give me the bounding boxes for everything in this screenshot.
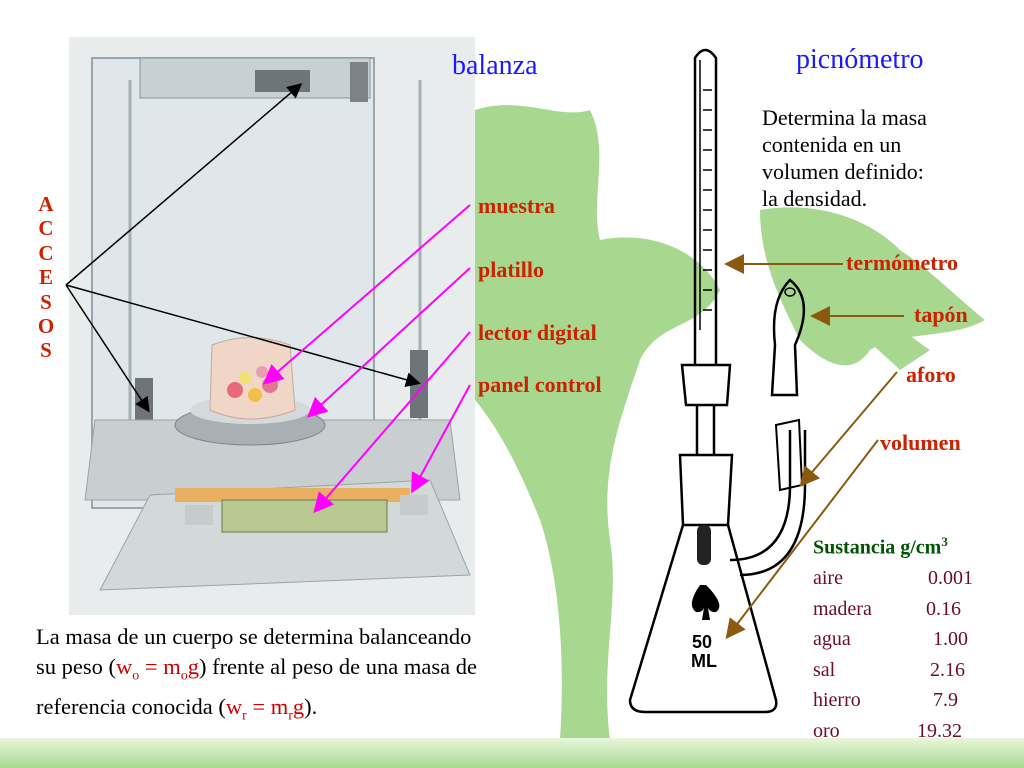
- formula-g: g: [187, 654, 199, 679]
- description-line: la densidad.: [762, 186, 868, 211]
- formula-g: g: [292, 693, 305, 719]
- density-value: 1.00: [933, 628, 968, 651]
- access-letter: A: [38, 192, 54, 216]
- analytical-balance-image: [69, 37, 475, 615]
- density-table-header: Sustancia g/cm3: [813, 527, 1003, 563]
- substance-name: oro: [813, 719, 840, 742]
- access-letter: O: [37, 314, 55, 339]
- density-value: 19.32: [917, 719, 962, 742]
- label-muestra: muestra: [478, 193, 555, 218]
- formula-sub-o: o: [132, 668, 140, 684]
- access-vertical-label: A C C E S O S: [36, 192, 56, 363]
- label-tapon: tapón: [914, 302, 968, 327]
- description-line: Determina la masa: [762, 105, 927, 130]
- caption-line: referencia conocida (wr = mrg).: [36, 692, 616, 732]
- label-volumen: volumen: [880, 430, 961, 455]
- formula-wr: wr = mrg: [225, 693, 305, 724]
- access-letter: E: [38, 265, 53, 290]
- substance-name: madera: [813, 597, 872, 620]
- density-header-sup: 3: [941, 534, 948, 549]
- formula-eq: = m: [139, 654, 181, 679]
- access-letter: S: [40, 289, 52, 314]
- table-row: agua 1.00: [813, 624, 1003, 655]
- label-lector-digital: lector digital: [478, 320, 597, 345]
- formula-w: w: [116, 654, 133, 679]
- table-row: sal 2.16: [813, 655, 1003, 686]
- description-line: contenida en un: [762, 132, 902, 157]
- label-aforo: aforo: [906, 362, 956, 387]
- substance-name: aire: [813, 567, 843, 590]
- label-platillo: platillo: [478, 257, 545, 282]
- table-row: madera 0.16: [813, 594, 1003, 625]
- density-header-text: Sustancia g/cm: [813, 536, 942, 559]
- balance-title: balanza: [452, 50, 538, 81]
- table-row: oro 19.32: [813, 716, 1003, 747]
- formula-sub-o: o: [180, 668, 188, 684]
- table-row: hierro 7.9: [813, 685, 1003, 716]
- caption-line: La masa de un cuerpo se determina balanc…: [36, 624, 472, 649]
- density-value: 7.9: [933, 689, 958, 712]
- description-line: volumen definido:: [762, 159, 924, 184]
- substance-name: agua: [813, 628, 851, 651]
- access-letter: S: [40, 338, 52, 363]
- access-letter: C: [38, 216, 54, 241]
- density-value: 2.16: [930, 658, 965, 681]
- caption-text: ).: [304, 693, 318, 719]
- label-termometro: termómetro: [846, 250, 958, 275]
- caption-text: referencia conocida (: [36, 693, 226, 719]
- density-value: 0.001: [928, 567, 973, 590]
- pycnometer-title: picnómetro: [796, 44, 924, 75]
- balance-caption: La masa de un cuerpo se determina balanc…: [36, 622, 616, 731]
- label-panel-control: panel control: [478, 372, 602, 397]
- table-row: aire 0.001: [813, 563, 1003, 594]
- substance-name: hierro: [813, 689, 861, 712]
- formula-eq: = m: [246, 693, 289, 719]
- caption-line: su peso (wo = mog) frente al peso de una…: [36, 652, 616, 692]
- formula-sub-r: r: [242, 708, 247, 723]
- caption-text: su peso (: [36, 654, 116, 679]
- formula-w: w: [225, 693, 243, 719]
- substance-name: sal: [813, 658, 836, 681]
- formula-sub-r: r: [288, 708, 293, 723]
- flask-marking-50: 50: [692, 632, 712, 652]
- formula-wo: wo = mog: [116, 654, 199, 684]
- flask-marking-ml: ML: [691, 651, 717, 671]
- pycnometer-description: Determina la masa contenida en un volume…: [762, 104, 927, 212]
- bottom-band: [0, 738, 1024, 768]
- access-letter: C: [38, 240, 54, 265]
- caption-text: ) frente al peso de una masa de: [198, 654, 477, 679]
- density-table: Sustancia g/cm3 aire 0.001 madera 0.16 agu…: [813, 527, 1003, 746]
- density-value: 0.16: [926, 597, 961, 620]
